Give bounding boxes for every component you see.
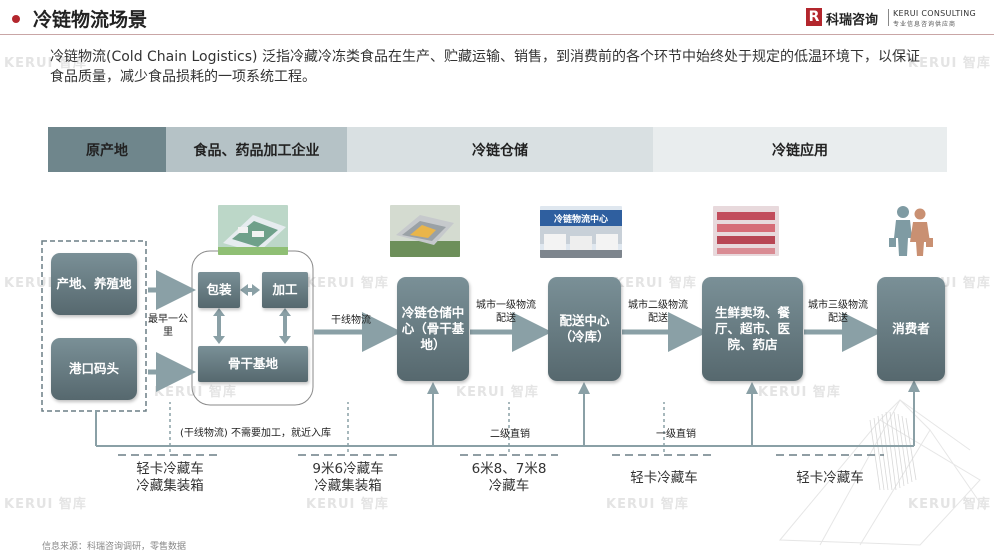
vehicle-line: 6米8、7米8	[471, 461, 547, 477]
watermark: KERUI 智库	[758, 385, 841, 400]
watermark: KERUI 智库	[606, 497, 689, 512]
vehicle-line: 轻卡冷藏车	[136, 461, 204, 477]
stage-processing: 食品、药品加工企业	[166, 127, 347, 172]
stage-storage: 冷链仓储	[347, 127, 653, 172]
distribution-center-image: 冷链物流中心	[540, 206, 622, 258]
node-backbone-base: 骨干基地	[198, 346, 308, 382]
watermark: KERUI 智库	[306, 497, 389, 512]
node-distribution-center: 配送中心（冷库）	[548, 277, 621, 381]
node-packing: 包装	[198, 272, 240, 308]
cold-storage-image	[390, 205, 460, 257]
stage-origin: 原产地	[48, 127, 166, 172]
consumer-icon	[889, 206, 933, 256]
vehicle-line: 9米6冷藏车	[312, 461, 384, 477]
watermark: KERUI 智库	[4, 56, 87, 71]
label-first-mile: 最早一公里	[148, 314, 188, 338]
page-title: 冷链物流场景	[33, 9, 148, 31]
watermark: KERUI 智库	[456, 385, 539, 400]
watermark: KERUI 智库	[614, 276, 697, 291]
node-origin: 产地、养殖地	[51, 253, 137, 315]
vehicle-label-5: 轻卡冷藏车	[768, 470, 892, 487]
vehicle-line: 轻卡冷藏车	[796, 470, 864, 486]
title-bullet	[12, 15, 20, 23]
stage-application: 冷链应用	[653, 127, 947, 172]
retail-image	[713, 206, 779, 256]
vehicle-line: 冷藏集装箱	[136, 478, 204, 494]
logo-mark: R	[806, 8, 822, 26]
logo-divider	[888, 9, 889, 26]
node-consumer: 消费者	[877, 277, 945, 381]
logo-tagline: 专业信息咨询供应商	[893, 21, 957, 28]
vehicle-label-3: 6米8、7米8 冷藏车	[452, 461, 566, 495]
watermark: KERUI 智库	[306, 276, 389, 291]
label-trunk-logistics: 干线物流	[331, 315, 371, 326]
label-level2-direct: 二级直销	[490, 429, 530, 440]
vehicle-label-4: 轻卡冷藏车	[604, 470, 724, 487]
watermark: KERUI 智库	[908, 497, 991, 512]
header-divider	[0, 34, 994, 35]
label-city-level3: 城市三级物流配送	[808, 300, 868, 324]
vehicle-line: 轻卡冷藏车	[630, 470, 698, 486]
watermark: KERUI 智库	[4, 497, 87, 512]
vehicle-line: 冷藏集装箱	[314, 478, 382, 494]
label-level1-direct: 一级直销	[656, 429, 696, 440]
warehouse-sign: 冷链物流中心	[554, 213, 608, 225]
node-port: 港口码头	[51, 338, 137, 400]
vehicle-label-1: 轻卡冷藏车 冷藏集装箱	[110, 461, 230, 495]
source-note: 信息来源：科瑞咨询调研，零售数据	[42, 542, 187, 552]
label-city-level1: 城市一级物流配送	[476, 300, 536, 324]
decorative-wireframe	[778, 399, 986, 546]
node-retail: 生鲜卖场、餐厅、超市、医院、药店	[702, 277, 803, 381]
vehicle-label-2: 9米6冷藏车 冷藏集装箱	[290, 461, 406, 495]
watermark: KERUI 智库	[908, 56, 991, 71]
node-processing: 加工	[262, 272, 308, 308]
processing-plant-image	[218, 205, 288, 255]
logo-name: 科瑞咨询	[826, 13, 879, 28]
node-cold-storage-center: 冷链仓储中心（骨干基地）	[397, 277, 469, 381]
intro-paragraph: 冷链物流(Cold Chain Logistics) 泛指冷藏冷冻类食品在生产、…	[50, 49, 920, 85]
logo-english: KERUI CONSULTING	[893, 9, 977, 18]
label-bypass-note: (干线物流) 不需要加工，就近入库	[180, 428, 331, 439]
vehicle-line: 冷藏车	[488, 478, 530, 494]
label-city-level2: 城市二级物流配送	[628, 300, 688, 324]
